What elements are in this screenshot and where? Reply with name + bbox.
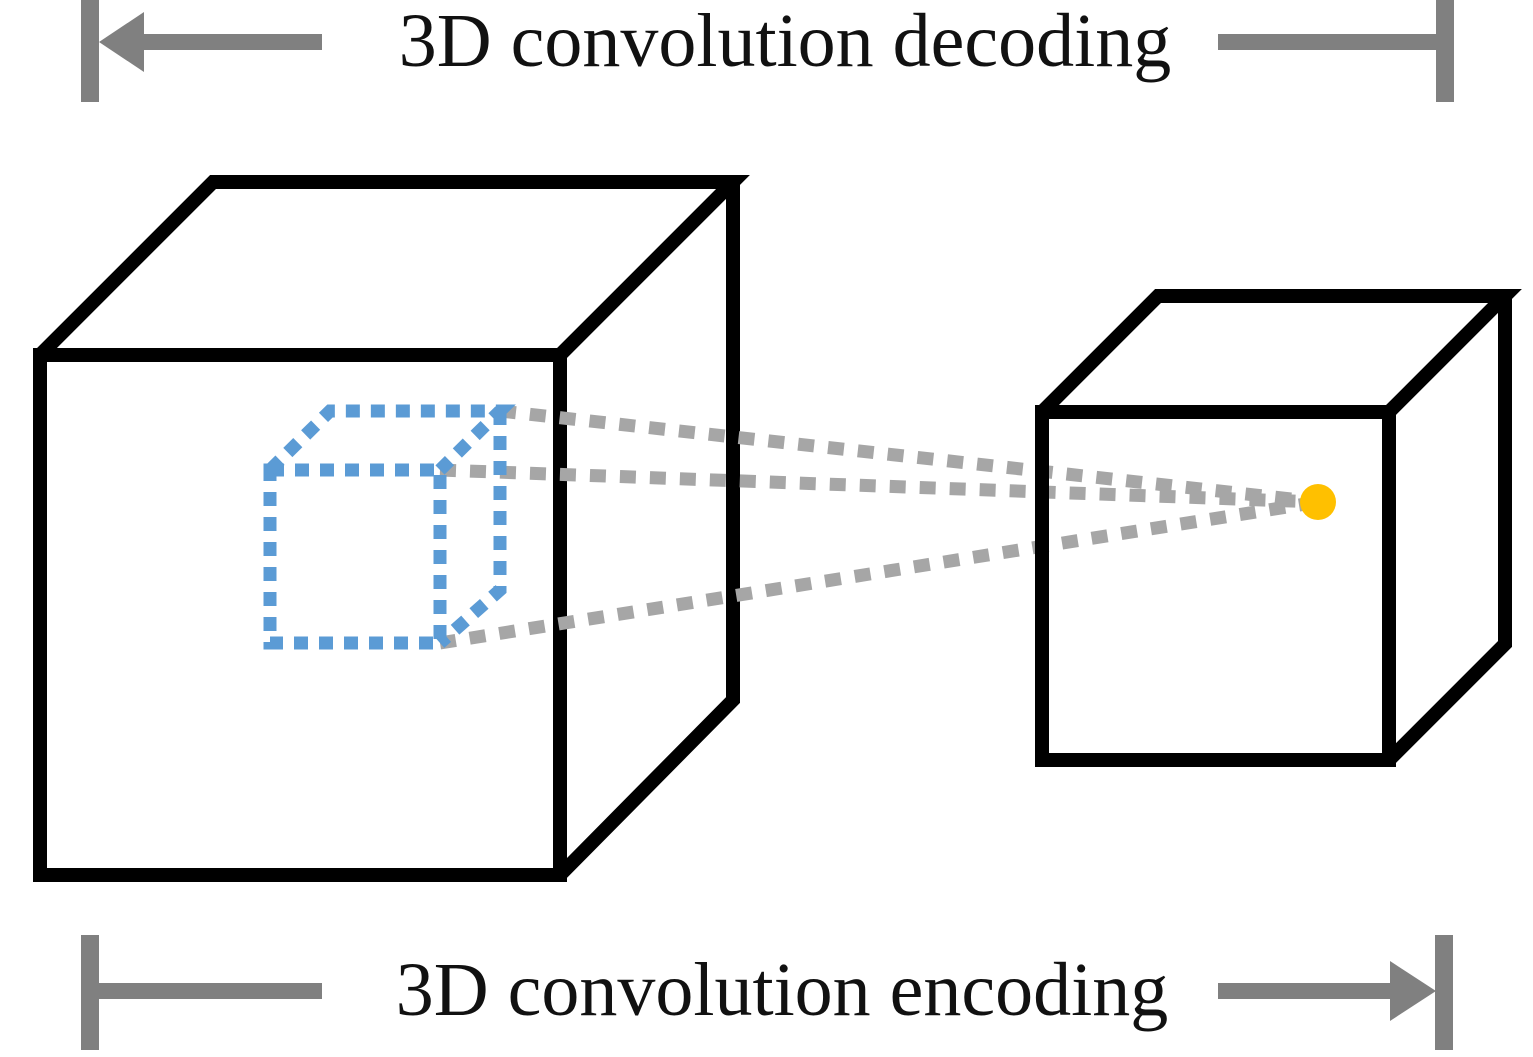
convolution-kernel: [263, 404, 516, 650]
output-cube-side-face: [1384, 296, 1512, 765]
output-cube: [1035, 289, 1522, 767]
decoding-label: 3D convolution decoding: [399, 0, 1172, 83]
decoding-dimension-line: 3D convolution decoding: [81, 0, 1454, 102]
output-point: [1300, 484, 1336, 520]
projection-line-top: [499, 404, 1319, 509]
input-cube: [33, 175, 750, 882]
kernel-front-face: [263, 463, 447, 650]
projection-line-middle: [439, 463, 1319, 509]
kernel-side-face: [435, 411, 507, 648]
arrow-left-icon: [99, 12, 144, 72]
output-cube-front-face: [1035, 405, 1396, 767]
arrow-right-icon: [1390, 961, 1436, 1021]
input-cube-top-face: [35, 175, 750, 360]
encoding-label: 3D convolution encoding: [396, 948, 1169, 1032]
encoding-dimension-line: 3D convolution encoding: [81, 935, 1453, 1050]
projection-lines: [438, 404, 1320, 650]
output-cube-top-face: [1037, 289, 1522, 417]
kernel-top-face: [265, 404, 516, 475]
input-cube-side-face: [555, 182, 740, 880]
projection-line-bottom: [438, 495, 1320, 650]
input-cube-front-face: [33, 348, 567, 882]
